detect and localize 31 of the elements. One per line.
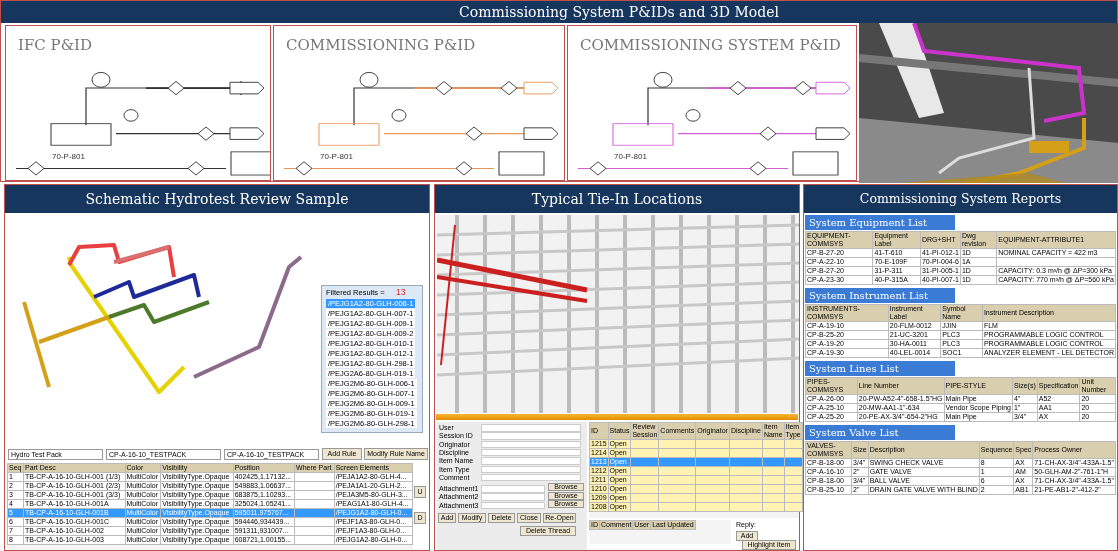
- tag-number: 70-P-801: [52, 152, 85, 161]
- drawing-panel: [273, 25, 565, 181]
- tag-number: 70-P-801: [614, 152, 647, 161]
- list-heading: System Valve List: [805, 425, 955, 440]
- panel-heading: Schematic Hydrotest Review Sample: [5, 185, 429, 213]
- report-table: [805, 425, 1116, 495]
- report-table: [805, 361, 1116, 422]
- report-table: [805, 215, 1116, 285]
- drawing-title: COMMISSIONING P&ID: [286, 36, 476, 54]
- list-heading: System Instrument List: [805, 288, 955, 303]
- drawing-title: COMMISSIONING SYSTEM P&ID: [580, 36, 841, 54]
- panel: [434, 184, 800, 551]
- list-heading: System Lines List: [805, 361, 955, 376]
- plant-model-drawing: [859, 23, 1118, 183]
- panel-heading: Commissioning System Reports: [804, 185, 1117, 213]
- drawing-panel: [5, 25, 271, 181]
- panel-heading: Commissioning System P&IDs and 3D Model: [1, 1, 1117, 23]
- panel: [4, 184, 430, 551]
- list-heading: System Equipment List: [805, 215, 955, 230]
- panel-heading: Typical Tie-In Locations: [435, 185, 799, 213]
- data-table: [7, 463, 413, 550]
- comment-form: [437, 422, 587, 550]
- tag-number: 70-P-801: [320, 152, 353, 161]
- result-count: 13: [396, 287, 406, 297]
- panel: [803, 184, 1118, 551]
- drawing-title: IFC P&ID: [18, 36, 92, 54]
- drawing-panel: [567, 25, 857, 181]
- report-table: [805, 288, 1116, 358]
- results-list: [321, 285, 423, 433]
- data-table: [589, 520, 731, 544]
- plant-model-drawing: [437, 215, 799, 413]
